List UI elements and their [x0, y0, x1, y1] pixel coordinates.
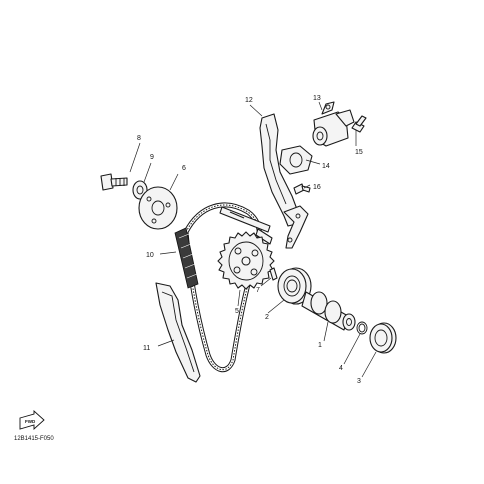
callout-2: 2: [265, 314, 269, 321]
stud-pins: [219, 206, 273, 245]
part-13-tensioner: [312, 101, 355, 147]
callout-4: 4: [339, 365, 343, 372]
callout-6: 6: [182, 165, 186, 172]
part-16-bolt: [293, 183, 311, 195]
part-11-chain-guide: [155, 282, 201, 383]
part-14-gasket: [279, 145, 313, 175]
callout-13: 13: [313, 95, 321, 102]
part-7-pin: [269, 267, 278, 281]
callout-11: 11: [143, 345, 150, 352]
part-15-bolt: [351, 115, 367, 133]
callout-1: 1: [318, 342, 322, 349]
callout-15: 15: [355, 149, 363, 156]
fwd-direction-badge: FWD: [19, 409, 45, 431]
callout-5: 5: [235, 308, 239, 315]
callout-labels: 1 2 3 4 5 6 7 8 9 10 11 12 13 14 15 16: [137, 95, 363, 385]
leader-lines: [129, 101, 377, 378]
callout-16: 16: [313, 184, 321, 191]
part-10-chain-segment: [174, 227, 199, 289]
callout-7: 7: [256, 287, 260, 294]
part-12-tensioner-guide: [259, 113, 309, 249]
part-1-camshaft: [301, 291, 356, 331]
fwd-label: FWD: [25, 419, 36, 424]
fwd-arrow-icon: [19, 409, 45, 431]
part-3-bearing: [369, 322, 397, 354]
part-2-bearing: [277, 267, 312, 305]
part-4-o-ring: [356, 321, 368, 335]
callout-10: 10: [146, 252, 154, 259]
callout-8: 8: [137, 135, 141, 142]
part-6-plate: [138, 186, 178, 230]
callout-9: 9: [150, 154, 154, 161]
callout-14: 14: [322, 163, 330, 170]
callout-3: 3: [357, 378, 361, 385]
part-5-cam-sprocket: [217, 231, 275, 290]
part-8-bolt: [100, 173, 128, 191]
diagram-code: 12B1415-F050: [14, 436, 54, 442]
timing-chain: [183, 202, 263, 372]
callout-12: 12: [245, 97, 253, 104]
